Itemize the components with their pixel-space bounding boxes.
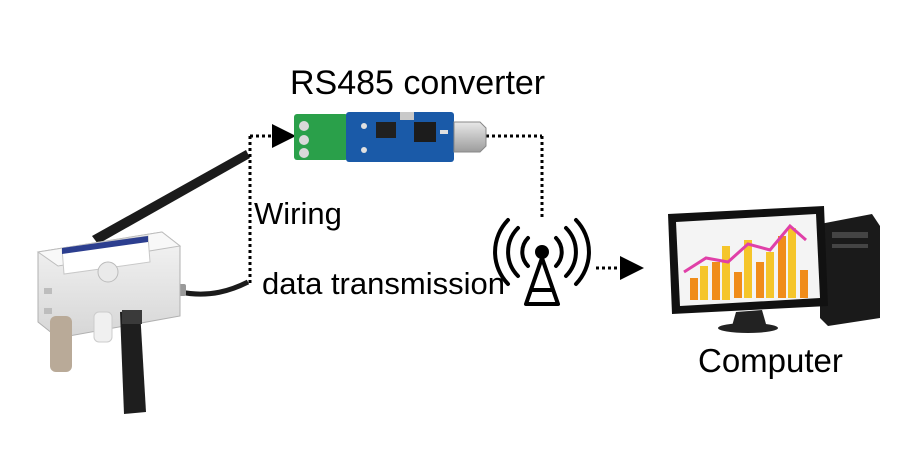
wiring-lines <box>248 124 644 283</box>
computer-label: Computer <box>698 342 843 379</box>
sensor-cable <box>179 279 250 297</box>
wireless-tower-icon <box>493 218 591 306</box>
converter-board <box>294 112 487 162</box>
transmission-label: data transmission <box>262 266 505 301</box>
sensor-device <box>36 150 250 414</box>
antenna <box>92 150 250 244</box>
wiring-label: Wiring <box>254 196 342 231</box>
probe-black <box>120 310 146 414</box>
screen-chart <box>683 223 808 300</box>
converter-label: RS485 converter <box>290 64 546 102</box>
usb-plug <box>453 121 487 153</box>
probe-metal <box>50 316 72 372</box>
desktop-computer-icon <box>668 206 880 333</box>
